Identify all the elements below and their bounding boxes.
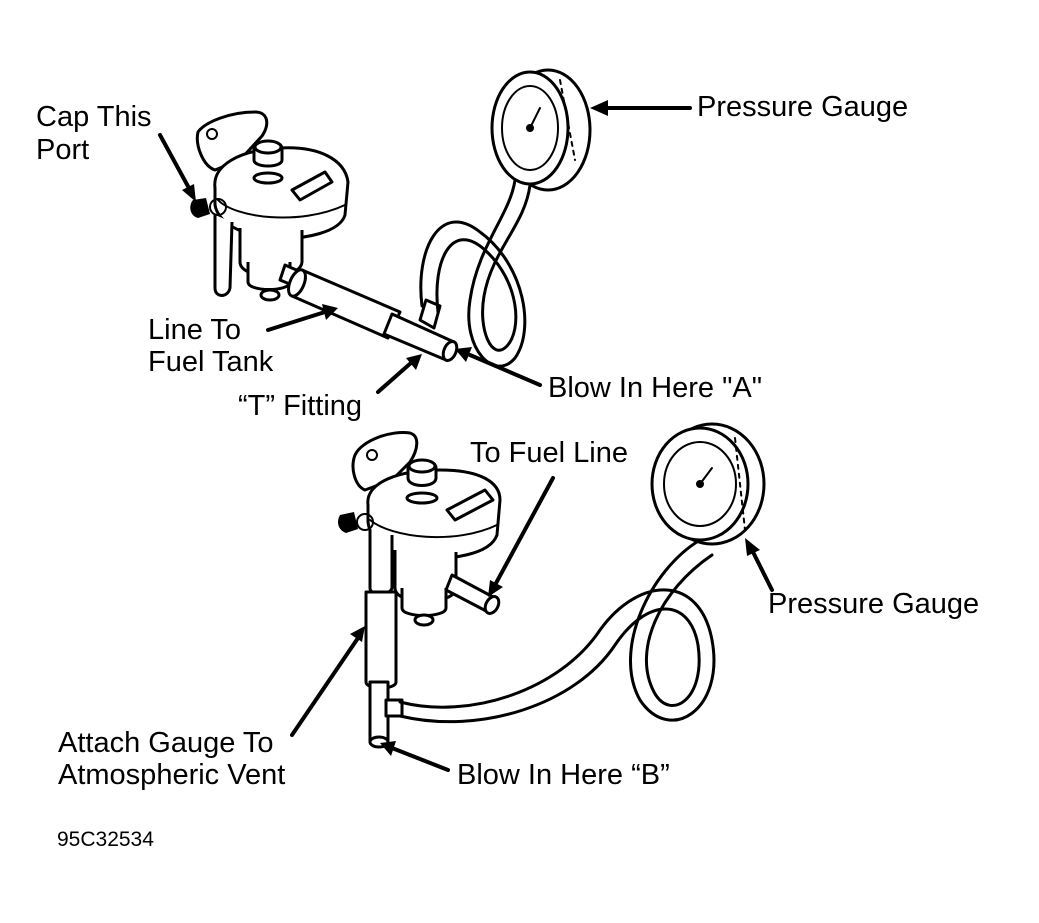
bottom-pressure-gauge bbox=[650, 422, 766, 546]
label-attach-gauge-line2: Atmospheric Vent bbox=[58, 759, 286, 791]
leader-arrows bbox=[158, 100, 774, 772]
label-t-fitting: “T” Fitting bbox=[238, 390, 363, 422]
figure-code: 95C32534 bbox=[57, 828, 154, 851]
label-to-fuel-line: To Fuel Line bbox=[470, 437, 628, 469]
label-blow-in-here-a: Blow In Here "A" bbox=[548, 372, 763, 404]
label-cap-this-port-line1: Cap This bbox=[36, 101, 152, 133]
label-attach-gauge-line1: Attach Gauge To bbox=[58, 727, 274, 759]
bottom-vent-hose bbox=[364, 530, 398, 690]
top-t-fitting bbox=[382, 298, 459, 362]
label-cap-this-port-line2: Port bbox=[36, 134, 90, 166]
top-pressure-gauge bbox=[490, 68, 592, 192]
label-pressure-gauge-bottom: Pressure Gauge bbox=[768, 588, 980, 620]
bottom-vapor-valve bbox=[338, 430, 502, 627]
top-gauge-hose bbox=[419, 178, 532, 368]
bottom-gauge-hose bbox=[398, 538, 716, 724]
top-line-to-fuel-tank bbox=[287, 268, 402, 340]
bottom-t-fitting bbox=[368, 680, 404, 749]
label-blow-in-here-b: Blow In Here “B” bbox=[457, 759, 670, 791]
label-pressure-gauge-top: Pressure Gauge bbox=[697, 91, 909, 123]
top-vapor-valve bbox=[190, 110, 350, 302]
label-line-to-fuel-tank-line1: Line To bbox=[148, 314, 241, 346]
label-line-to-fuel-tank-line2: Fuel Tank bbox=[148, 346, 274, 378]
